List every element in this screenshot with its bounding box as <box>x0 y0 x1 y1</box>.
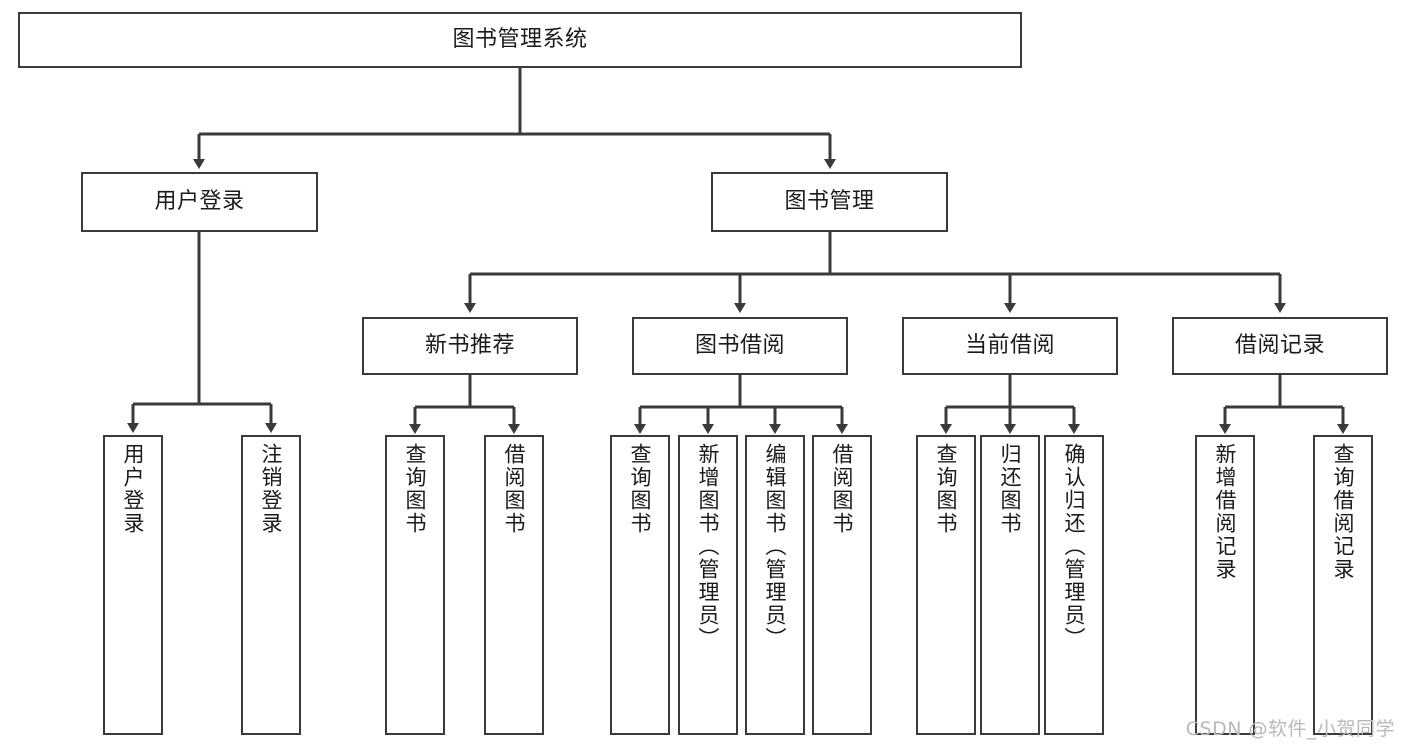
node-label: 查询图书 <box>628 443 653 535</box>
node-label: 新书推荐 <box>424 332 515 358</box>
node-label: 用户登录 <box>121 443 146 535</box>
node-label: 注销登录 <box>259 443 284 535</box>
node-borrow-record[interactable]: 借阅记录 <box>1172 317 1388 375</box>
node-label: 查询图书 <box>934 443 959 535</box>
node-label: 借阅图书 <box>830 443 855 535</box>
node-leaf-query-book-1[interactable]: 查询图书 <box>385 435 445 735</box>
node-label: 当前借阅 <box>964 332 1055 358</box>
node-leaf-logout-login[interactable]: 注销登录 <box>241 435 301 735</box>
node-leaf-query-book-2[interactable]: 查询图书 <box>610 435 670 735</box>
node-user-login[interactable]: 用户登录 <box>81 172 318 232</box>
node-label: 编辑图书（管理员） <box>763 443 788 650</box>
node-leaf-user-login[interactable]: 用户登录 <box>103 435 163 735</box>
node-leaf-query-book-3[interactable]: 查询图书 <box>916 435 976 735</box>
node-leaf-return-book[interactable]: 归还图书 <box>980 435 1040 735</box>
node-label: 确认归还（管理员） <box>1062 443 1087 650</box>
node-book-management[interactable]: 图书管理 <box>711 172 948 232</box>
node-book-borrow[interactable]: 图书借阅 <box>632 317 848 375</box>
node-label: 查询图书 <box>403 443 428 535</box>
node-current-borrow[interactable]: 当前借阅 <box>902 317 1118 375</box>
node-book-management-system[interactable]: 图书管理系统 <box>18 12 1022 68</box>
node-label: 图书借阅 <box>694 332 785 358</box>
node-label: 用户登录 <box>154 188 245 214</box>
node-label: 借阅记录 <box>1234 332 1325 358</box>
node-leaf-add-borrow-record[interactable]: 新增借阅记录 <box>1195 435 1255 735</box>
node-leaf-edit-book[interactable]: 编辑图书（管理员） <box>745 435 805 735</box>
node-label: 查询借阅记录 <box>1331 443 1356 581</box>
node-label: 新增图书（管理员） <box>696 443 721 650</box>
node-new-book-recommend[interactable]: 新书推荐 <box>362 317 578 375</box>
node-leaf-confirm-return[interactable]: 确认归还（管理员） <box>1044 435 1104 735</box>
node-leaf-query-borrow-record[interactable]: 查询借阅记录 <box>1313 435 1373 735</box>
node-label: 图书管理系统 <box>452 26 588 52</box>
node-leaf-add-book[interactable]: 新增图书（管理员） <box>678 435 738 735</box>
node-label: 新增借阅记录 <box>1213 443 1238 581</box>
node-label: 归还图书 <box>998 443 1023 535</box>
node-leaf-borrow-book-2[interactable]: 借阅图书 <box>812 435 872 735</box>
node-label: 图书管理 <box>784 188 875 214</box>
node-leaf-borrow-book-1[interactable]: 借阅图书 <box>484 435 544 735</box>
node-label: 借阅图书 <box>502 443 527 535</box>
